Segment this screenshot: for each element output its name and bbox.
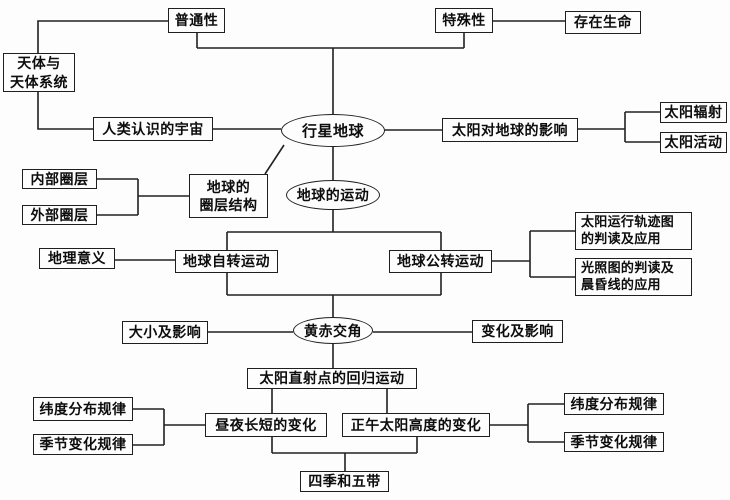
edge-bottom-bracket-seasons bbox=[271, 437, 418, 471]
node-life-exists: 存在生命 bbox=[565, 11, 641, 34]
node-universe-known: 人类认识的宇宙 bbox=[93, 117, 213, 141]
node-noon-sun-change-label: 正午太阳高度的变化 bbox=[350, 416, 482, 433]
node-solar-activity-label: 太阳活动 bbox=[664, 134, 723, 151]
edge-revolution-bracket bbox=[492, 230, 575, 278]
node-latitude-rule-right-label: 纬度分布规律 bbox=[570, 395, 658, 412]
node-illumination-map-line2: 晨昏线的应用 bbox=[581, 277, 661, 292]
node-solar-radiation-label: 太阳辐射 bbox=[664, 104, 723, 121]
node-outer-layers: 外部圈层 bbox=[22, 205, 97, 225]
node-earth-motion: 地球的运动 bbox=[286, 180, 380, 210]
node-illumination-map-line1: 光照图的判读及 bbox=[581, 260, 675, 276]
node-rotation-label: 地球自转运动 bbox=[183, 253, 270, 270]
node-planet-earth-label: 行星地球 bbox=[301, 123, 364, 140]
node-four-seasons-label: 四季和五带 bbox=[308, 473, 381, 490]
edge-suninfluence-bracket bbox=[578, 111, 660, 143]
node-sun-influence: 太阳对地球的影响 bbox=[442, 118, 578, 142]
node-latitude-rule-left: 纬度分布规律 bbox=[33, 397, 133, 421]
node-sun-trajectory-line2: 的判读及应用 bbox=[581, 231, 661, 246]
node-obliquity-label: 黄赤交角 bbox=[304, 322, 362, 339]
node-solar-activity: 太阳活动 bbox=[660, 132, 727, 153]
edge-motion-bracket-top bbox=[226, 231, 442, 250]
node-sun-trajectory: 太阳运行轨迹图 的判读及应用 bbox=[575, 212, 692, 250]
node-season-rule-left: 季节变化规律 bbox=[33, 434, 133, 455]
node-uniqueness: 特殊性 bbox=[435, 8, 493, 33]
node-sun-influence-label: 太阳对地球的影响 bbox=[452, 121, 568, 138]
node-life-exists-label: 存在生命 bbox=[574, 14, 632, 31]
node-four-seasons: 四季和五带 bbox=[300, 471, 389, 492]
node-celestial-system-line2: 天体系统 bbox=[10, 73, 68, 90]
edge-layers-bracket bbox=[97, 178, 189, 216]
node-size-influence-label: 大小及影响 bbox=[128, 324, 202, 341]
edge-top-bracket bbox=[196, 33, 465, 114]
node-revolution: 地球公转运动 bbox=[389, 250, 492, 273]
node-subsolar-movement-label: 太阳直射点的回归运动 bbox=[259, 370, 405, 387]
edge-subsolar-children bbox=[271, 389, 388, 413]
node-celestial-system-line1: 天体与 bbox=[17, 55, 61, 72]
node-day-night-change: 昼夜长短的变化 bbox=[205, 413, 327, 437]
node-revolution-label: 地球公转运动 bbox=[397, 253, 484, 270]
edge-planet-layerstructure-diagonal bbox=[264, 144, 285, 175]
node-layer-structure: 地球的 圈层结构 bbox=[189, 174, 268, 218]
node-season-rule-left-label: 季节变化规律 bbox=[39, 436, 127, 453]
node-uniqueness-label: 特殊性 bbox=[442, 12, 486, 29]
node-size-influence: 大小及影响 bbox=[122, 321, 208, 344]
node-season-rule-right: 季节变化规律 bbox=[564, 432, 664, 452]
node-sun-trajectory-line1: 太阳运行轨迹图 bbox=[581, 214, 675, 230]
node-celestial-system: 天体与 天体系统 bbox=[3, 53, 75, 92]
node-layer-structure-line2: 圈层结构 bbox=[199, 197, 258, 213]
edge-daynight-left-bracket bbox=[133, 408, 205, 446]
edge-commonality-celestial bbox=[37, 20, 168, 53]
node-solar-radiation: 太阳辐射 bbox=[660, 102, 727, 123]
node-earth-motion-label: 地球的运动 bbox=[296, 187, 370, 203]
node-outer-layers-label: 外部圈层 bbox=[30, 206, 89, 223]
node-geo-significance: 地理意义 bbox=[39, 248, 115, 269]
node-rotation: 地球自转运动 bbox=[175, 250, 278, 273]
node-layer-structure-line1: 地球的 bbox=[206, 178, 251, 195]
node-illumination-map: 光照图的判读及 晨昏线的应用 bbox=[575, 258, 692, 296]
node-season-rule-right-label: 季节变化规律 bbox=[570, 433, 658, 450]
node-change-influence-label: 变化及影响 bbox=[481, 323, 554, 340]
edge-celestial-universe bbox=[37, 92, 93, 130]
node-inner-layers-label: 内部圈层 bbox=[30, 170, 89, 187]
node-latitude-rule-left-label: 纬度分布规律 bbox=[39, 400, 127, 417]
node-geo-significance-label: 地理意义 bbox=[48, 250, 106, 267]
node-subsolar-movement: 太阳直射点的回归运动 bbox=[247, 368, 417, 389]
node-change-influence: 变化及影响 bbox=[472, 320, 563, 343]
edge-noonsun-right-bracket bbox=[490, 403, 564, 443]
edge-motion-bracket-bottom bbox=[226, 273, 442, 317]
node-noon-sun-change: 正午太阳高度的变化 bbox=[342, 413, 490, 437]
node-inner-layers: 内部圈层 bbox=[22, 169, 97, 189]
node-latitude-rule-right: 纬度分布规律 bbox=[564, 393, 664, 415]
node-planet-earth: 行星地球 bbox=[281, 114, 385, 147]
node-day-night-change-label: 昼夜长短的变化 bbox=[215, 416, 317, 433]
node-commonality-label: 普通性 bbox=[174, 12, 219, 29]
node-commonality: 普通性 bbox=[168, 8, 225, 33]
node-obliquity: 黄赤交角 bbox=[293, 317, 373, 344]
node-universe-known-label: 人类认识的宇宙 bbox=[102, 120, 204, 137]
